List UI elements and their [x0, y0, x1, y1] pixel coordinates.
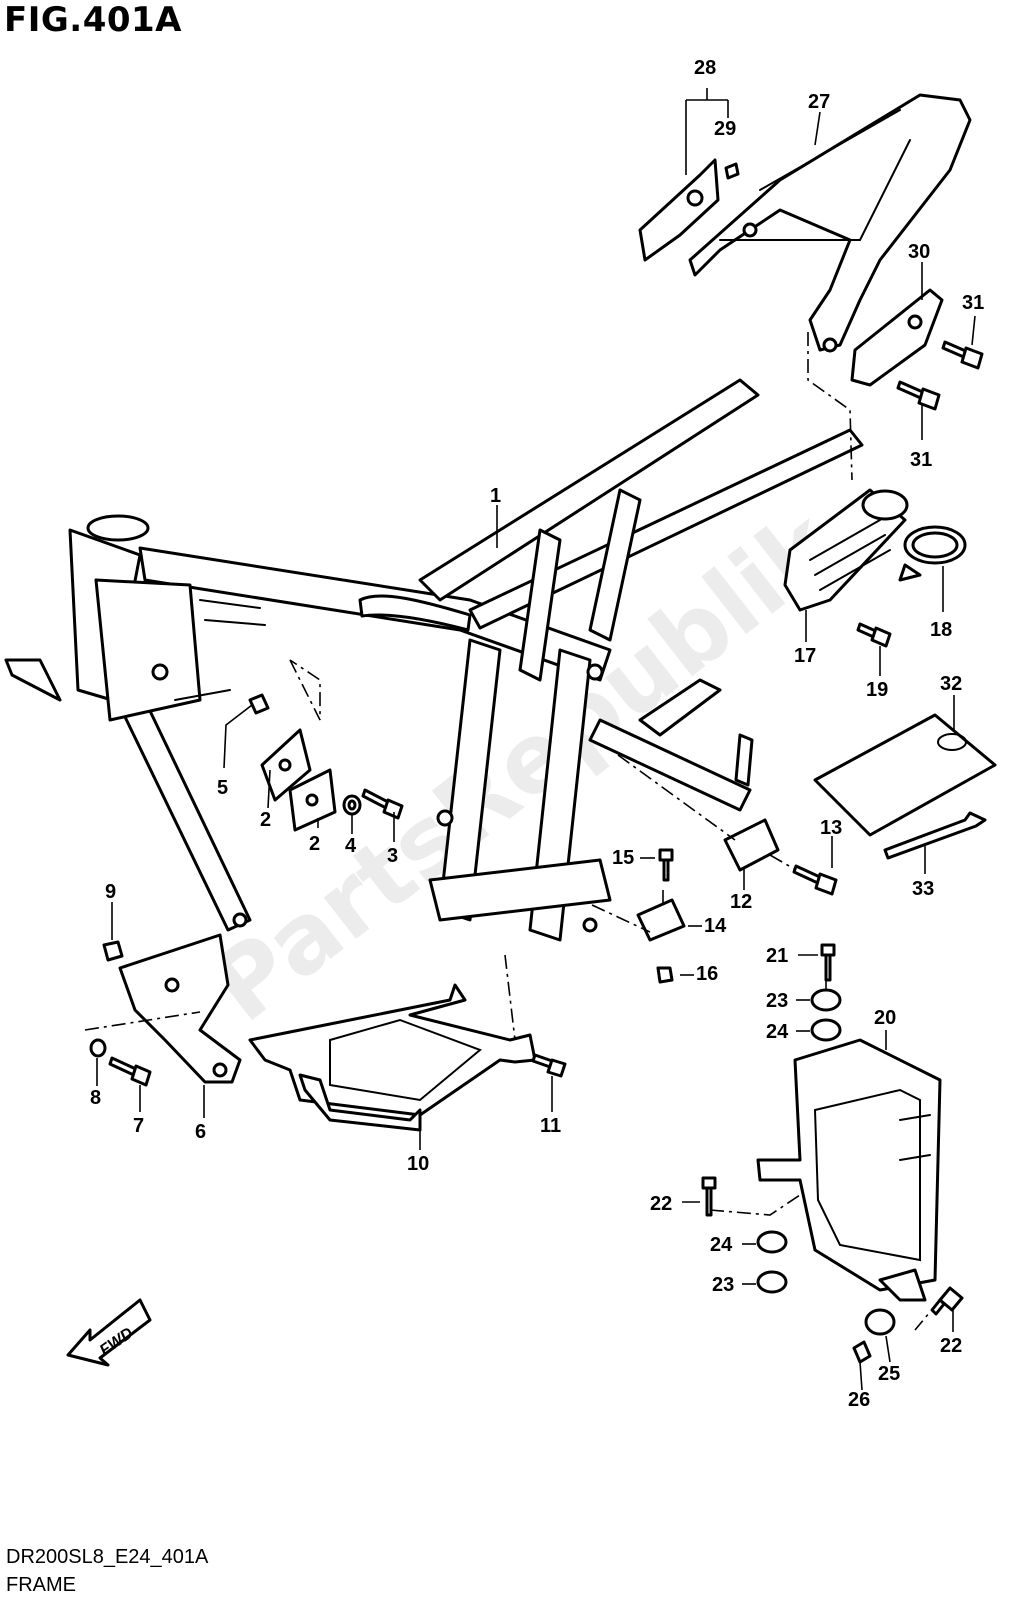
- cushion-25[interactable]: [864, 1308, 896, 1336]
- nut-16[interactable]: [656, 966, 674, 984]
- rubber-cushion-12[interactable]: [723, 818, 780, 872]
- bolt-22-top[interactable]: [701, 1176, 717, 1217]
- callout-15: 15: [612, 847, 634, 869]
- tool-box-17[interactable]: [783, 488, 909, 612]
- callout-16: 16: [696, 963, 718, 985]
- grommet-23-bottom[interactable]: [756, 1270, 788, 1294]
- callout-5: 5: [217, 777, 228, 799]
- rear-frame-27[interactable]: [688, 93, 972, 353]
- callout-31a: 31: [962, 292, 984, 314]
- callout-25: 25: [878, 1363, 900, 1385]
- callout-14: 14: [704, 915, 727, 937]
- plate-30[interactable]: [850, 288, 944, 387]
- bolt-13[interactable]: [792, 864, 838, 896]
- callout-33: 33: [912, 878, 934, 900]
- bolt-19[interactable]: [856, 622, 892, 648]
- callout-10: 10: [407, 1153, 429, 1175]
- callout-4: 4: [345, 835, 357, 857]
- callout-29: 29: [714, 118, 736, 140]
- callout-20: 20: [874, 1007, 896, 1029]
- engine-bracket-6[interactable]: [118, 933, 242, 1084]
- tool-33[interactable]: [883, 811, 987, 860]
- bolt-7[interactable]: [108, 1056, 152, 1087]
- callout-31b: 31: [910, 449, 932, 471]
- callout-21: 21: [766, 945, 788, 967]
- figure-title: FIG.401A: [4, 0, 182, 40]
- nut-9[interactable]: [102, 940, 124, 962]
- callout-22b: 22: [940, 1335, 962, 1357]
- callout-26: 26: [848, 1389, 870, 1411]
- callout-11: 11: [540, 1115, 561, 1137]
- callout-2b: 2: [309, 833, 320, 855]
- leader-lines: [84, 88, 976, 1391]
- callout-labels: 1 2 2 3 4 5 6 7 8 9 10 11 12 13 14 15 16…: [90, 57, 984, 1411]
- callout-28: 28: [694, 57, 716, 79]
- washer-4[interactable]: [342, 794, 362, 816]
- bolt-21[interactable]: [820, 943, 836, 982]
- bolt-3[interactable]: [361, 788, 404, 820]
- plate-28[interactable]: [638, 158, 720, 262]
- cushion-29[interactable]: [724, 162, 740, 180]
- tool-bag-32[interactable]: [813, 713, 997, 837]
- bolt-31-upper[interactable]: [941, 340, 984, 370]
- grommet-24-bottom[interactable]: [756, 1230, 788, 1254]
- nut-5[interactable]: [248, 693, 270, 715]
- callout-8: 8: [90, 1087, 101, 1109]
- bolt-11[interactable]: [531, 1053, 567, 1078]
- callout-18: 18: [930, 619, 952, 641]
- bracket-2-rear[interactable]: [288, 768, 337, 832]
- washer-8[interactable]: [89, 1038, 107, 1058]
- callout-6: 6: [195, 1121, 206, 1143]
- callout-30: 30: [908, 241, 930, 263]
- collar-26[interactable]: [852, 1340, 872, 1364]
- diagram-code: DR200SL8_E24_401A: [6, 1546, 209, 1568]
- callout-17: 17: [794, 645, 816, 667]
- callout-24a: 24: [766, 1021, 789, 1043]
- callout-1: 1: [490, 485, 501, 507]
- callout-2a: 2: [260, 809, 271, 831]
- callout-23a: 23: [766, 990, 788, 1012]
- callout-12: 12: [730, 891, 752, 913]
- callout-22a: 22: [650, 1193, 672, 1215]
- callout-7: 7: [133, 1115, 144, 1137]
- rubber-cushion-14[interactable]: [636, 898, 686, 942]
- bolt-22-bottom[interactable]: [930, 1286, 964, 1316]
- diagram-name: FRAME: [6, 1574, 76, 1596]
- callout-27: 27: [808, 91, 830, 113]
- fwd-arrow: FWD: [66, 1298, 152, 1367]
- callout-13: 13: [820, 817, 842, 839]
- skid-plate-frame-10[interactable]: [248, 983, 537, 1132]
- callout-3: 3: [387, 845, 398, 867]
- battery-case-20[interactable]: [756, 1038, 942, 1302]
- callout-19: 19: [866, 679, 888, 701]
- callout-24b: 24: [710, 1234, 733, 1256]
- callout-32: 32: [940, 673, 962, 695]
- callout-23b: 23: [712, 1274, 734, 1296]
- bolt-15[interactable]: [658, 848, 674, 882]
- bolt-31-lower[interactable]: [896, 380, 941, 411]
- bracket-2-front[interactable]: [260, 728, 312, 802]
- grommet-23-top[interactable]: [810, 988, 842, 1012]
- band-18[interactable]: [898, 525, 967, 582]
- main-frame[interactable]: [4, 378, 864, 942]
- callout-9: 9: [105, 881, 116, 903]
- grommet-24-top[interactable]: [810, 1018, 842, 1042]
